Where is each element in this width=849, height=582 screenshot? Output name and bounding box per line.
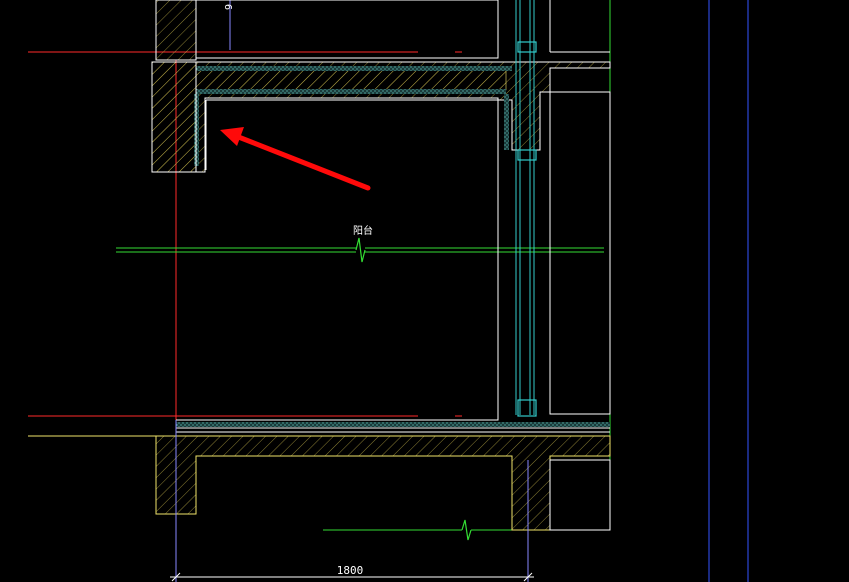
bottom-break-line [323,519,512,541]
room-label: 阳台 [353,224,373,237]
room-interior [176,99,499,421]
dimension-top-partial-label: 6 [222,4,233,10]
dimension-bottom-label: 1800 [337,564,364,577]
bottom-slab [155,422,611,531]
section-break-line [116,237,604,263]
dimension-bottom: 1800 [170,420,534,582]
upper-left-column [155,0,499,61]
top-slab [151,61,611,173]
red-pointer-arrow [220,127,371,191]
window-mullions [497,0,611,420]
